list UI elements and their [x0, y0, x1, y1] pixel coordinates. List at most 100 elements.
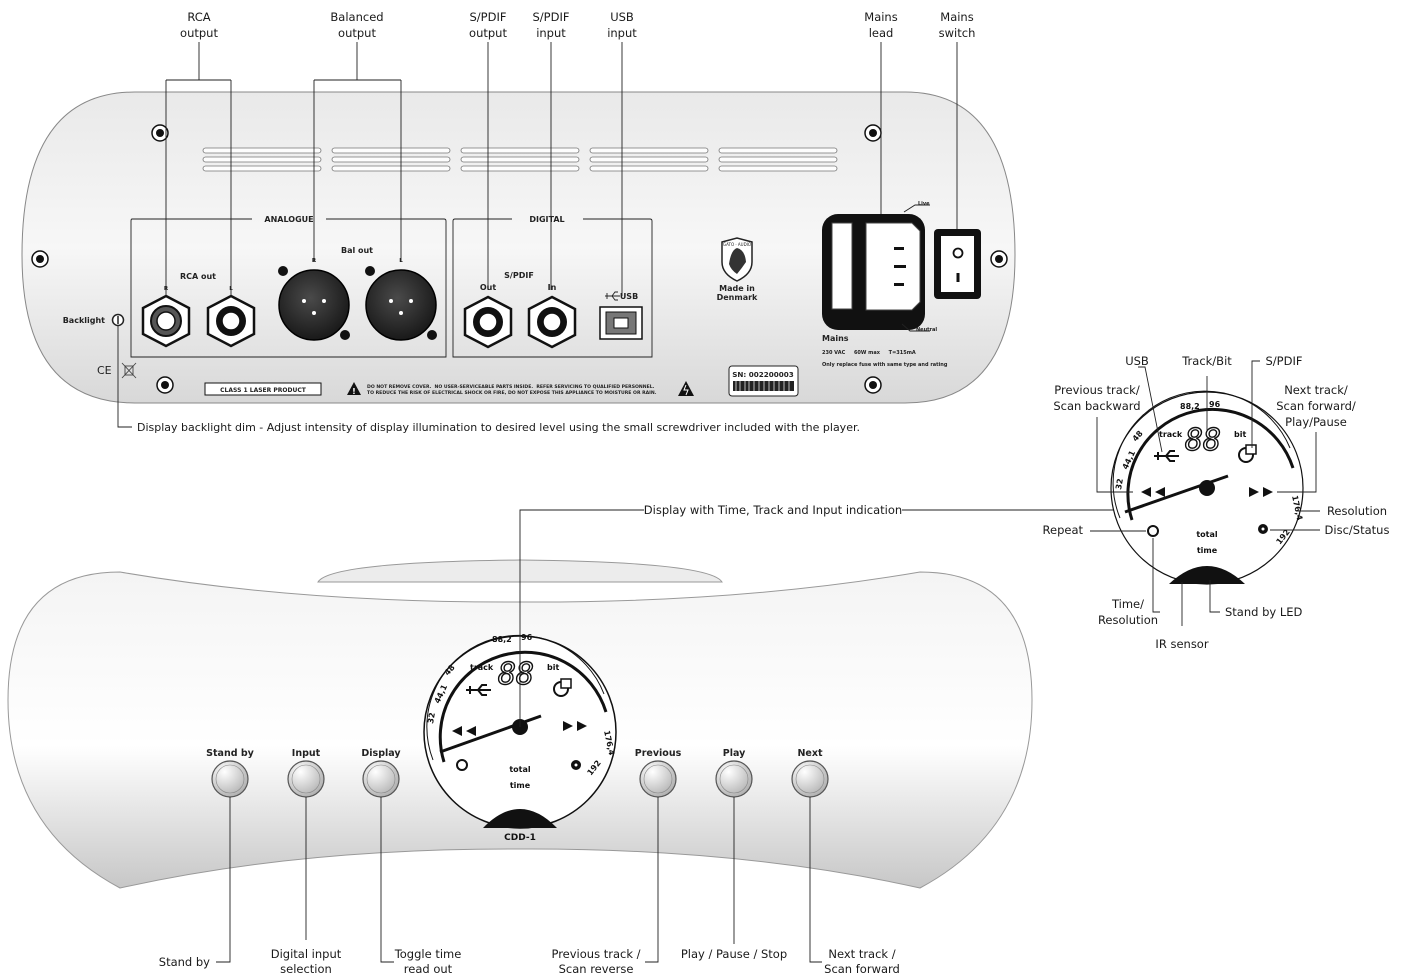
detail-scale-32: 32: [1114, 478, 1125, 491]
rca-r-socket[interactable]: [141, 294, 191, 348]
callout-bal-1: Balanced: [330, 10, 383, 24]
electric-warning-icon: [678, 381, 694, 396]
callout-toggle-time-1: Toggle time: [394, 947, 462, 961]
callout-display-with: Display with Time, Track and Input indic…: [644, 503, 902, 517]
xlr-l-socket[interactable]: [365, 266, 437, 341]
usb-label: USB: [620, 292, 638, 301]
callout-resolution: Resolution: [1327, 504, 1387, 518]
front-buttons: Stand by Input Display Previous Play Nex…: [206, 748, 829, 798]
callout-usb-2: input: [607, 26, 637, 40]
callout-rca-2: output: [180, 26, 218, 40]
model-label: CDD-1: [504, 833, 536, 843]
warning-icon: !: [347, 382, 361, 396]
detail-callout-lines: [1090, 360, 1320, 626]
rca-l-socket[interactable]: [206, 294, 256, 348]
warning-text-2: TO REDUCE THE RISK OF ELECTRICAL SHOCK O…: [367, 390, 657, 396]
callout-next-3: Play/Pause: [1285, 415, 1347, 429]
next-button[interactable]: [791, 760, 829, 798]
rear-panel: ANALOGUE RCA out R L Bal out R L: [21, 91, 1016, 404]
neutral-label: Neutral: [916, 327, 937, 333]
weee-bin-icon: [121, 362, 137, 379]
front-callout-labels: Stand by Digital input selection Toggle …: [159, 503, 902, 976]
rear-callout-labels: RCA output Balanced output S/PDIF output…: [137, 10, 975, 434]
callout-spdif-in-1: S/PDIF: [533, 10, 570, 24]
callout-track-bit: Track/Bit: [1181, 354, 1232, 368]
front-time-label: time: [510, 781, 531, 790]
warning-text-1: DO NOT REMOVE COVER. NO USER-SERVICEABLE…: [367, 384, 655, 390]
xlr-r-socket[interactable]: [278, 266, 350, 341]
mains-inlet[interactable]: [822, 214, 925, 330]
laser-label: CLASS 1 LASER PRODUCT: [220, 387, 307, 394]
callout-repeat: Repeat: [1043, 523, 1084, 537]
backlight-trimmer[interactable]: [111, 313, 125, 327]
serial-number: SN: 002200003: [732, 370, 794, 379]
callout-spdif-out-1: S/PDIF: [470, 10, 507, 24]
standby-button-label: Stand by: [206, 748, 254, 759]
denmark-label: Denmark: [717, 293, 758, 302]
spdif-in-label: In: [548, 283, 557, 292]
detail-disc-status-icon: [1258, 524, 1268, 534]
play-button[interactable]: [715, 760, 753, 798]
serial-sticker: SN: 002200003: [728, 365, 799, 397]
callout-mains-lead-1: Mains: [864, 10, 897, 24]
callout-spdif: S/PDIF: [1266, 354, 1303, 368]
digital-section: DIGITAL S/PDIF Out In USB: [452, 215, 653, 358]
callout-toggle-time-2: read out: [404, 962, 453, 976]
detail-usb-icon: [1154, 450, 1179, 462]
play-button-label: Play: [723, 748, 746, 759]
usb-symbol-icon: [605, 291, 620, 301]
repeat-icon: [456, 759, 468, 771]
input-button[interactable]: [287, 760, 325, 798]
callout-prev-2: Scan backward: [1053, 399, 1140, 413]
callout-prev-track-1: Previous track /: [551, 947, 640, 961]
front-total-label: total: [509, 765, 531, 774]
screw-icon: [990, 250, 1008, 268]
standby-button[interactable]: [211, 760, 249, 798]
next-arrows-icon: [563, 721, 587, 731]
callout-digital-input-2: selection: [280, 962, 332, 976]
mains-label: Mains: [822, 334, 849, 343]
mains-rating: 230 VAC 60W max T=315mA: [822, 350, 916, 356]
spdif-in-socket[interactable]: [527, 295, 577, 349]
backlight-label: Backlight: [63, 316, 105, 325]
screw-icon: [151, 124, 169, 142]
spdif-out-socket[interactable]: [463, 295, 513, 349]
detail-spdif-icon: [1238, 444, 1257, 463]
next-button-label: Next: [797, 748, 823, 759]
laser-label-box: [204, 382, 322, 396]
front-bit-label: bit: [547, 663, 559, 672]
callout-backlight: Display backlight dim - Adjust intensity…: [137, 421, 860, 434]
mains-switch[interactable]: [934, 229, 981, 299]
callout-spdif-out-2: output: [469, 26, 507, 40]
callout-digital-input-1: Digital input: [271, 947, 342, 961]
callout-next-2: Scan forward/: [1276, 399, 1356, 413]
callout-next-track-1: Next track /: [828, 947, 895, 961]
callout-usb-1: USB: [610, 10, 634, 24]
callout-mains-lead-2: lead: [869, 26, 894, 40]
digital-heading: DIGITAL: [529, 215, 564, 224]
callout-spdif-in-2: input: [536, 26, 566, 40]
display-button-label: Display: [361, 748, 401, 759]
display-button[interactable]: [362, 760, 400, 798]
front-scale-32: 32: [426, 712, 437, 725]
usb-b-socket[interactable]: [599, 306, 643, 340]
detail-track-label: track: [1159, 430, 1183, 439]
front-lcd-digits: 88: [498, 657, 534, 692]
front-track-label: track: [470, 663, 494, 672]
detail-scale-882: 88,2: [1180, 402, 1200, 411]
ce-mark: CE: [97, 364, 112, 377]
callout-ir-sensor: IR sensor: [1155, 637, 1208, 651]
previous-button-label: Previous: [635, 748, 682, 759]
detail-repeat-icon: [1147, 525, 1159, 537]
spdif-icon: [553, 678, 572, 697]
spdif-label: S/PDIF: [504, 271, 534, 280]
fuse-note: Only replace fuse with same type and rat…: [822, 362, 948, 368]
callout-time-res-2: Resolution: [1098, 613, 1158, 627]
callout-prev-track-2: Scan reverse: [559, 962, 634, 976]
callout-next-1: Next track/: [1284, 383, 1348, 397]
previous-button[interactable]: [639, 760, 677, 798]
gato-audio-logo: GATO · AUDIO Made in Denmark: [717, 237, 758, 302]
detail-total-label: total: [1196, 530, 1218, 539]
logo-text: GATO · AUDIO: [723, 242, 751, 247]
